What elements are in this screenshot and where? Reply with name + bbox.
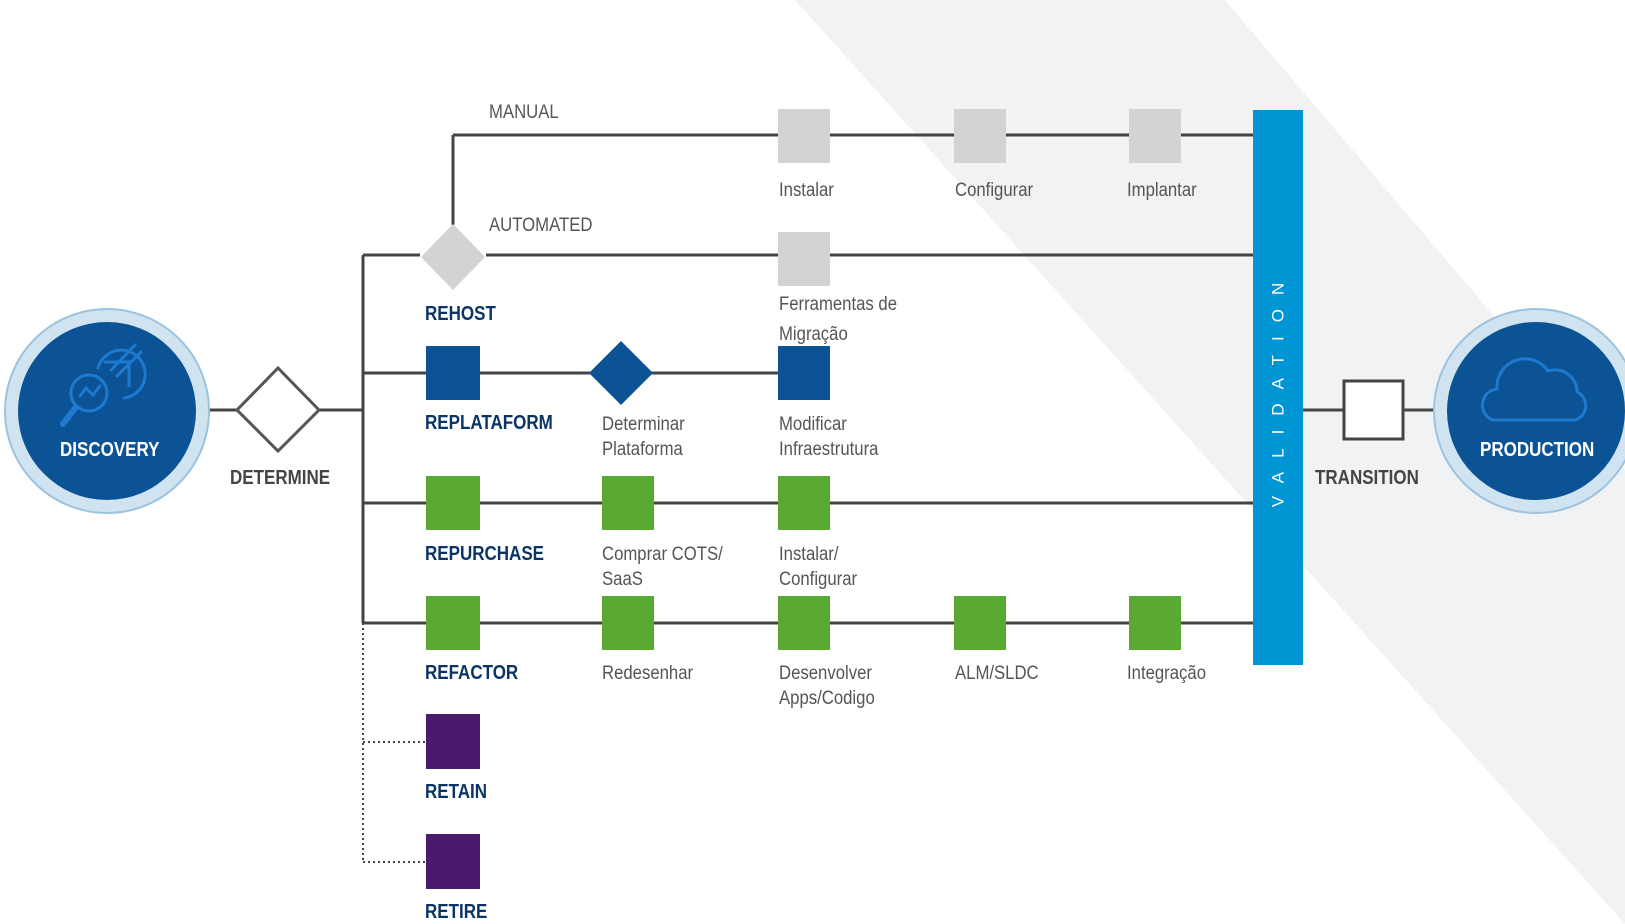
refactor-box: [426, 596, 480, 650]
configurar-box: [954, 109, 1006, 163]
validation-label: VALIDATION: [1268, 268, 1287, 507]
validation-bar: VALIDATION: [1253, 110, 1303, 665]
transition-box: [1342, 379, 1405, 441]
step-comprar-line2: SaaS: [602, 569, 643, 590]
modificar-box: [778, 346, 830, 400]
step-implantar: Implantar: [1127, 180, 1197, 201]
step-ferramentas-line2: Migração: [779, 324, 848, 345]
purple-steps: [426, 714, 480, 889]
rehost-steps: [778, 109, 1181, 286]
manual-label: MANUAL: [489, 102, 559, 123]
ferramentas-box: [778, 232, 830, 286]
step-determinar-line2: Plataforma: [602, 439, 683, 460]
strategy-rehost: REHOST: [425, 303, 496, 325]
step-desenvolver-line2: Apps/Codigo: [779, 688, 875, 709]
step-instalar-configurar-line1: Instalar/: [779, 544, 839, 565]
discovery-node: [4, 308, 210, 514]
strategy-retire: RETIRE: [425, 901, 488, 923]
repurchase-box: [426, 476, 480, 530]
step-integracao: Integração: [1127, 663, 1207, 684]
strategy-repurchase: REPURCHASE: [425, 543, 545, 565]
desenvolver-box: [778, 596, 830, 650]
comprar-box: [602, 476, 654, 530]
step-desenvolver-line1: Desenvolver: [779, 663, 872, 684]
strategy-replatform: REPLATAFORM: [425, 412, 553, 434]
transition-label: TRANSITION: [1315, 467, 1419, 489]
rehost-diamond: [421, 224, 485, 290]
integracao-box: [1129, 596, 1181, 650]
determine-diamond: [234, 365, 322, 454]
step-modificar-line1: Modificar: [779, 414, 847, 435]
determine-label: DETERMINE: [230, 467, 331, 489]
strategy-refactor: REFACTOR: [425, 662, 519, 684]
step-instalar: Instalar: [779, 180, 834, 201]
step-determinar-line1: Determinar: [602, 414, 685, 435]
background-band: [795, 0, 1625, 924]
step-alm: ALM/SLDC: [955, 663, 1039, 684]
strategy-retain: RETAIN: [425, 781, 488, 803]
production-node: [1433, 308, 1625, 514]
replatform-box: [426, 346, 480, 400]
magnifier-chart-icon: [60, 343, 147, 427]
step-ferramentas-line1: Ferramentas de: [779, 294, 898, 315]
step-comprar-line1: Comprar COTS/: [602, 544, 723, 565]
green-steps: [426, 476, 1181, 650]
production-label: PRODUCTION: [1480, 439, 1595, 461]
step-redesenhar: Redesenhar: [602, 663, 694, 684]
determinar-diamond: [589, 341, 653, 405]
alm-box: [954, 596, 1006, 650]
instalar-configurar-box: [778, 476, 830, 530]
dotted-connectors: [362, 623, 427, 863]
automated-label: AUTOMATED: [489, 215, 593, 236]
retire-box: [426, 834, 480, 889]
step-configurar: Configurar: [955, 180, 1034, 201]
retain-box: [426, 714, 480, 769]
replatform-steps: [426, 341, 830, 405]
cloud-icon: [1480, 357, 1588, 422]
instalar-box: [778, 109, 830, 163]
redesenhar-box: [602, 596, 654, 650]
implantar-box: [1129, 109, 1181, 163]
discovery-label: DISCOVERY: [60, 439, 160, 461]
step-instalar-configurar-line2: Configurar: [779, 569, 858, 590]
step-modificar-line2: Infraestrutura: [779, 439, 879, 460]
